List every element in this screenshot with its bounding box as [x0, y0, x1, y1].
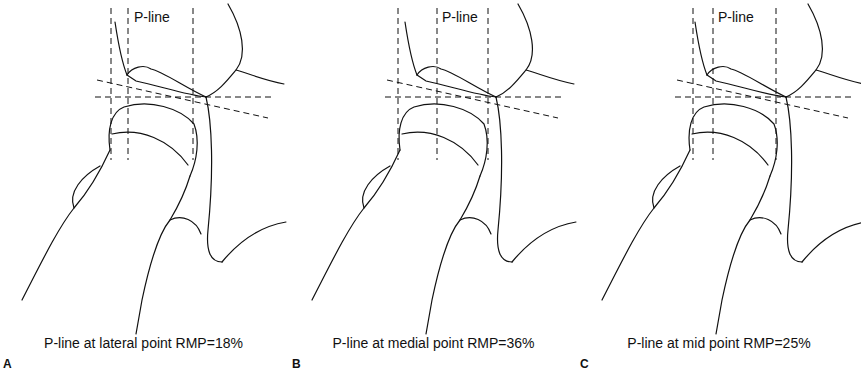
reference-lines: [95, 8, 852, 160]
panel-letter: C: [580, 358, 589, 371]
panel-caption: P-line at medial point RMP=36%: [333, 336, 535, 351]
panel-caption: P-line at lateral point RMP=18%: [44, 336, 243, 351]
panel-letter: B: [292, 358, 301, 371]
line-label: P-line: [132, 10, 172, 25]
panel-caption: P-line at mid point RMP=25%: [627, 336, 810, 351]
panel-letter: A: [3, 358, 12, 371]
line-label: P-line: [716, 10, 756, 25]
line-label: P-line: [440, 10, 480, 25]
